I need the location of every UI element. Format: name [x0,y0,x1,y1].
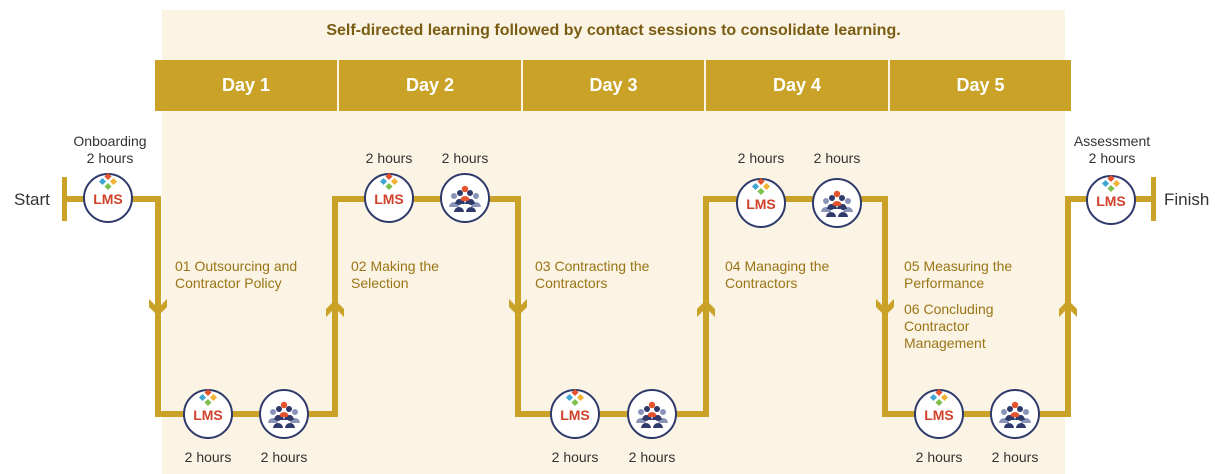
duration-label: 2 hours [184,449,232,465]
day-header-3: Day 3 [523,60,704,111]
assessment-duration: 2 hours [1088,150,1136,166]
onboarding-label: Onboarding [73,133,147,149]
svg-text:LMS: LMS [746,196,776,212]
group-session-icon [440,173,490,223]
duration-label: 2 hours [551,449,599,465]
onboarding-duration: 2 hours [86,150,134,166]
svg-text:LMS: LMS [374,191,404,207]
group-session-icon [627,389,677,439]
module-06-label: 06 Concluding Contractor Management [904,301,994,351]
module-05-label: 05 Measuring the Performance [904,258,1013,291]
duration-label: 2 hours [813,150,861,166]
day-header-2: Day 2 [339,60,521,111]
svg-text:LMS: LMS [93,191,123,207]
lms-badge-icon: LMS [83,171,133,223]
svg-text:LMS: LMS [1096,193,1126,209]
duration-label: 2 hours [628,449,676,465]
duration-label: 2 hours [991,449,1039,465]
lms-badge-icon: LMS [914,387,964,439]
group-session-icon [812,178,862,228]
lms-badge-icon: LMS [736,176,786,228]
duration-label: 2 hours [365,150,413,166]
assessment-label: Assessment [1073,133,1151,149]
day-header-4: Day 4 [706,60,888,111]
lms-badge-icon: LMS [364,171,414,223]
module-03-label: 03 Contracting the Contractors [535,258,650,291]
svg-text:LMS: LMS [193,407,223,423]
duration-label: 2 hours [441,150,489,166]
day-header-5: Day 5 [890,60,1071,111]
lms-badge-icon: LMS [550,387,600,439]
duration-label: 2 hours [737,150,785,166]
svg-text:LMS: LMS [560,407,590,423]
module-02-label: 02 Making the Selection [351,258,439,291]
start-label: Start [14,190,50,209]
lms-badge-icon: LMS [1086,173,1136,225]
finish-bar [1151,177,1156,221]
group-session-icon [259,389,309,439]
group-session-icon [990,389,1040,439]
duration-label: 2 hours [260,449,308,465]
svg-text:LMS: LMS [924,407,954,423]
day-header-1: Day 1 [155,60,337,111]
module-04-label: 04 Managing the Contractors [725,258,830,291]
module-01-label: 01 Outsourcing and Contractor Policy [175,258,298,291]
finish-label: Finish [1164,190,1210,209]
lms-badge-icon: LMS [183,387,233,439]
duration-label: 2 hours [915,449,963,465]
diagram-title: Self-directed learning followed by conta… [326,22,901,39]
